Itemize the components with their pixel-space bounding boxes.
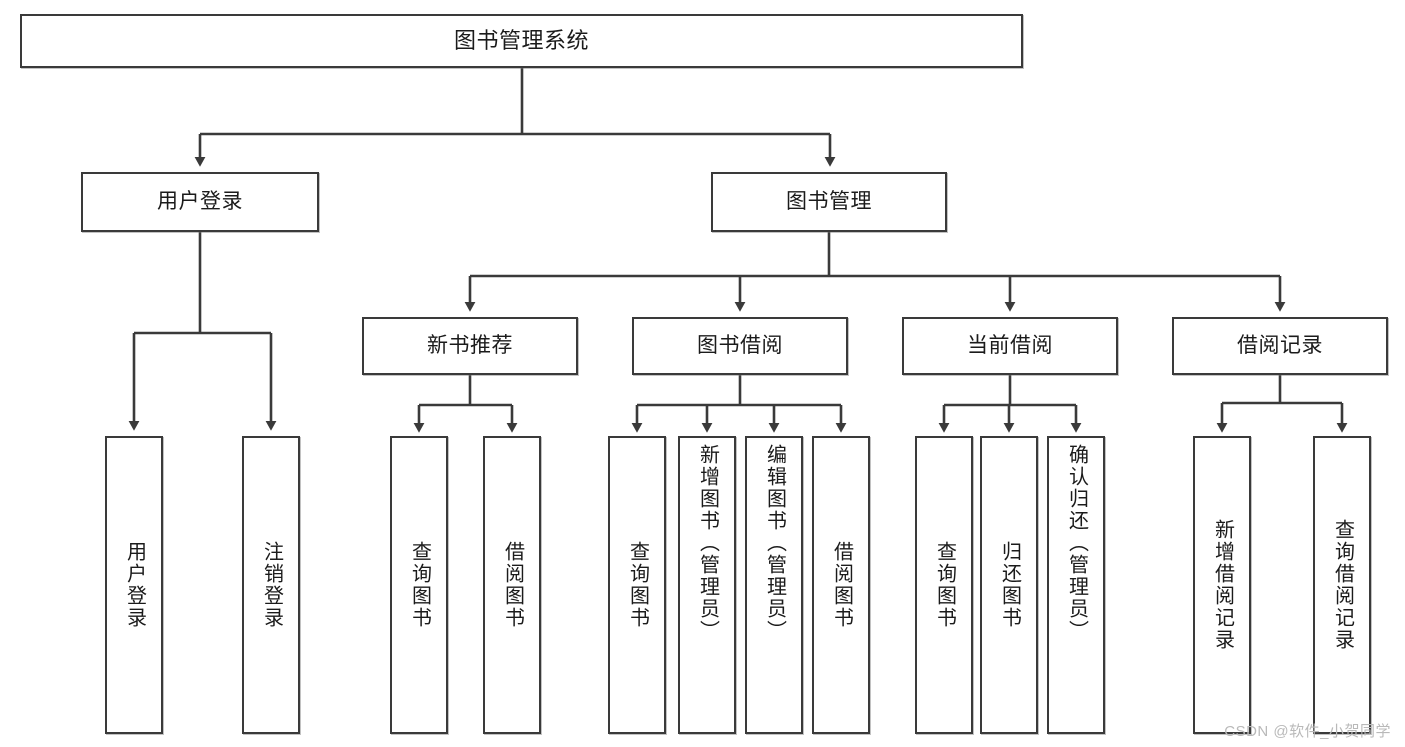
node-leaf-edit-book-label: 编辑图书（管理员） [763, 444, 786, 642]
node-leaf-logout-login[interactable]: 注销登录 [242, 436, 300, 734]
node-root-label: 图书管理系统 [453, 28, 589, 54]
node-borrow-record-label: 借阅记录 [1237, 333, 1323, 357]
node-borrow-record[interactable]: 借阅记录 [1172, 317, 1388, 375]
node-leaf-borrow-book-1-label: 借阅图书 [501, 541, 524, 629]
node-leaf-query-record[interactable]: 查询借阅记录 [1313, 436, 1371, 734]
node-leaf-add-record[interactable]: 新增借阅记录 [1193, 436, 1251, 734]
node-leaf-borrow-book-2-label: 借阅图书 [830, 541, 853, 629]
node-leaf-query-book-2[interactable]: 查询图书 [608, 436, 666, 734]
node-new-book-recommend[interactable]: 新书推荐 [362, 317, 578, 375]
csdn-watermark: CSDN @软件_小贺同学 [1224, 723, 1391, 740]
node-current-borrow[interactable]: 当前借阅 [902, 317, 1118, 375]
node-leaf-return-book-label: 归还图书 [998, 541, 1021, 629]
node-user-login-label: 用户登录 [157, 189, 243, 213]
node-current-borrow-label: 当前借阅 [967, 333, 1053, 357]
node-leaf-add-book-label: 新增图书（管理员） [696, 444, 719, 642]
node-leaf-query-book-2-label: 查询图书 [626, 541, 649, 629]
node-user-login[interactable]: 用户登录 [81, 172, 319, 232]
node-book-manage-label: 图书管理 [786, 189, 872, 213]
node-leaf-add-record-label: 新增借阅记录 [1211, 519, 1234, 651]
node-leaf-query-record-label: 查询借阅记录 [1331, 519, 1354, 651]
node-book-borrow-label: 图书借阅 [697, 333, 783, 357]
node-leaf-logout-login-label: 注销登录 [260, 541, 283, 629]
node-leaf-query-book-3-label: 查询图书 [933, 541, 956, 629]
node-leaf-confirm-return-label: 确认归还（管理员） [1065, 444, 1088, 642]
node-book-borrow[interactable]: 图书借阅 [632, 317, 848, 375]
node-leaf-query-book-1[interactable]: 查询图书 [390, 436, 448, 734]
node-leaf-user-login-label: 用户登录 [123, 541, 146, 629]
node-root[interactable]: 图书管理系统 [20, 14, 1023, 68]
node-leaf-edit-book[interactable]: 编辑图书（管理员） [745, 436, 803, 734]
node-leaf-query-book-3[interactable]: 查询图书 [915, 436, 973, 734]
node-leaf-query-book-1-label: 查询图书 [408, 541, 431, 629]
node-leaf-confirm-return[interactable]: 确认归还（管理员） [1047, 436, 1105, 734]
node-leaf-add-book[interactable]: 新增图书（管理员） [678, 436, 736, 734]
node-leaf-return-book[interactable]: 归还图书 [980, 436, 1038, 734]
node-new-book-recommend-label: 新书推荐 [427, 333, 513, 357]
node-book-manage[interactable]: 图书管理 [711, 172, 947, 232]
node-leaf-user-login[interactable]: 用户登录 [105, 436, 163, 734]
node-leaf-borrow-book-1[interactable]: 借阅图书 [483, 436, 541, 734]
node-leaf-borrow-book-2[interactable]: 借阅图书 [812, 436, 870, 734]
